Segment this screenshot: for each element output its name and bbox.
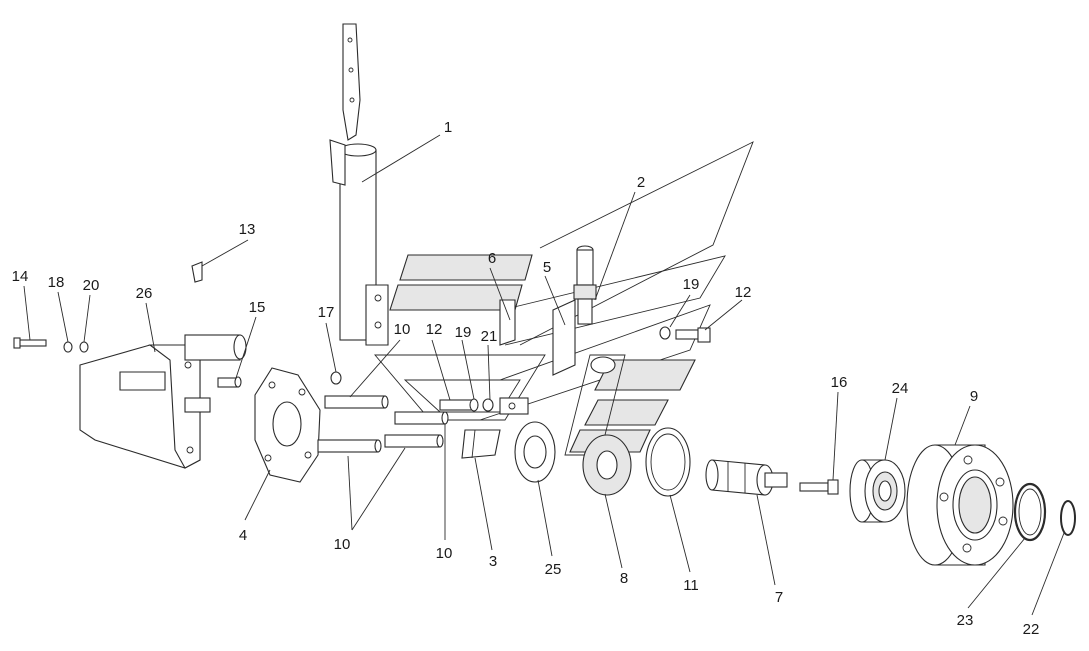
part-15-pin (217, 376, 242, 388)
callout-21: 21 (481, 328, 498, 345)
callout-labels: 1 2 3 4 5 6 7 8 9 10 10 10 11 12 12 13 1… (12, 119, 1040, 638)
callout-26: 26 (136, 285, 153, 302)
callout-16: 16 (831, 374, 848, 391)
callout-14: 14 (12, 268, 29, 285)
callout-19-right: 19 (683, 276, 700, 293)
callout-15: 15 (249, 299, 266, 316)
part-24-bearing (849, 459, 906, 523)
callout-23: 23 (957, 612, 974, 629)
part-12-19-21-bolt-set (439, 397, 529, 415)
callout-1: 1 (444, 119, 452, 136)
part-17-nut (330, 371, 342, 385)
callout-3: 3 (489, 553, 497, 570)
callout-7: 7 (775, 589, 783, 606)
part-10-spacer-rods (317, 395, 449, 453)
callout-24: 24 (892, 380, 909, 397)
part-13-key (191, 261, 203, 283)
leader-lines (23, 134, 1065, 616)
callout-17: 17 (318, 304, 335, 321)
callout-10-bottom-right: 10 (436, 545, 453, 562)
callout-8: 8 (620, 570, 628, 587)
callout-6: 6 (488, 250, 496, 267)
part-25-ring-washer (514, 421, 556, 483)
part-23-retaining-ring (1013, 482, 1047, 542)
part-14-18-20-screw-washers (13, 337, 89, 353)
callout-25: 25 (545, 561, 562, 578)
part-7-coupling (705, 459, 788, 496)
callout-19-left: 19 (455, 324, 472, 341)
callout-9: 9 (970, 388, 978, 405)
part-11-disk (645, 427, 691, 497)
part-9-hub-housing (906, 444, 1014, 566)
part-16-screw (799, 479, 839, 495)
callout-10-top: 10 (394, 321, 411, 338)
part-4-flange-plate (254, 367, 321, 483)
callout-13: 13 (239, 221, 256, 238)
hatched-section-panels (374, 141, 754, 456)
callout-10-bottom-left: 10 (334, 536, 351, 553)
callout-4: 4 (239, 527, 247, 544)
part-5-6-brackets (499, 299, 616, 376)
part-26-motor-housing (79, 334, 247, 469)
callout-5: 5 (543, 259, 551, 276)
callout-11: 11 (683, 577, 699, 594)
part-2-bolt (573, 245, 597, 325)
callout-22: 22 (1023, 621, 1040, 638)
part-3-bracket (461, 429, 501, 459)
callout-20: 20 (83, 277, 100, 294)
part-19-12-right-bolt (659, 326, 711, 343)
part-1-tube-bracket (329, 23, 389, 346)
part-8-splined-disk (582, 434, 632, 496)
callout-2: 2 (637, 174, 645, 191)
callout-18: 18 (48, 274, 65, 291)
callout-12-left: 12 (426, 321, 443, 338)
callout-12-right: 12 (735, 284, 752, 301)
part-22-circlip (1060, 500, 1076, 536)
